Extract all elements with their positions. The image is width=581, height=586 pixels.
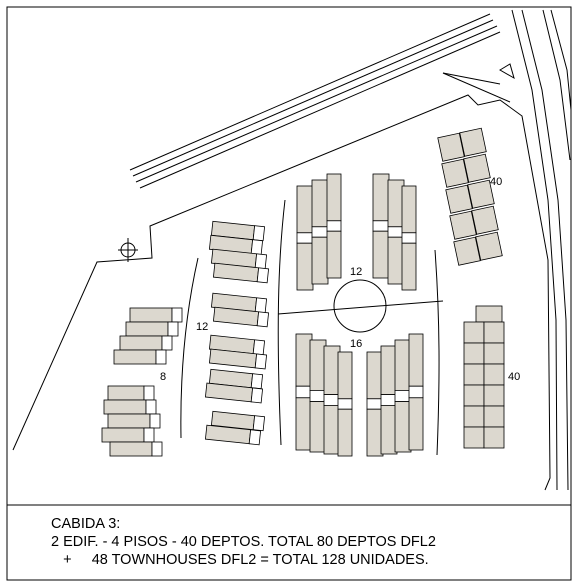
townhouse-left-column-7-patio — [254, 353, 268, 370]
townhouse-left-lower-3 — [101, 427, 145, 443]
townhouse-left-column-2-patio — [254, 253, 268, 270]
unit-count-center-top: 12 — [350, 266, 362, 278]
townhouse-left-column-3-patio — [256, 267, 270, 284]
apartment-bar-center-top-b-2-lower — [401, 242, 417, 291]
townhouse-left-lower-1 — [103, 399, 147, 415]
townhouse-left-column-11-patio — [248, 429, 262, 446]
townhouse-left-lower-3-patio — [143, 427, 155, 443]
townhouse-left-column-1-patio — [250, 239, 264, 256]
apartment-bar-center-bottom-a-3-core — [337, 398, 353, 410]
apartment-right-top-b-2 — [467, 179, 495, 209]
apartment-bar-center-top-a-2-core — [326, 220, 342, 232]
apartment-bar-center-top-b-0-core — [372, 220, 390, 232]
townhouse-left-lower-1-patio — [145, 399, 157, 415]
apartment-bar-center-top-a-1-upper — [311, 179, 329, 228]
townhouse-left-mid-3-patio — [155, 349, 167, 365]
apartment-bar-center-top-a-0-core — [296, 232, 314, 244]
townhouse-left-mid-1 — [125, 321, 169, 337]
apartment-right-top-a-2 — [445, 184, 473, 214]
apartment-bar-center-top-a-2-upper — [326, 173, 342, 222]
apartment-right-top-b-4 — [475, 231, 503, 261]
apartment-bar-center-top-b-0-upper — [372, 173, 390, 222]
apartment-right-top-b-0 — [459, 127, 487, 157]
apartment-right-bottom-b-3 — [483, 384, 505, 407]
apartment-right-bottom-a-2 — [463, 363, 485, 386]
apartment-right-top-a-4 — [453, 236, 481, 266]
apartment-right-top-b-3 — [471, 205, 499, 235]
apartment-right-bottom-a-3 — [463, 384, 485, 407]
road-east — [511, 9, 572, 491]
apartment-bar-center-bottom-b-3-upper — [408, 333, 424, 387]
road-north-diagonal — [129, 13, 501, 189]
apartment-right-top-a-1 — [441, 158, 469, 188]
central-roundabout — [333, 279, 387, 333]
site-boundary-notch-2 — [442, 72, 511, 103]
townhouse-left-mid-2-patio — [161, 335, 173, 351]
unit-count-left-lower: 8 — [160, 371, 166, 383]
apartment-right-bottom-a-1 — [463, 342, 485, 365]
unit-count-right-top: 40 — [490, 176, 502, 188]
unit-count-left-upper: 12 — [196, 321, 208, 333]
townhouse-left-mid-3 — [113, 349, 157, 365]
apartment-bar-center-top-a-0-lower — [296, 242, 314, 291]
townhouse-left-column-9-patio — [250, 387, 264, 404]
triangle-marker-icon — [499, 63, 515, 80]
apartment-bar-center-top-b-0-lower — [372, 230, 390, 279]
caption-line-3: + 48 TOWNHOUSES DFL2 = TOTAL 128 UNIDADE… — [51, 552, 429, 568]
townhouse-left-column-10-patio — [252, 415, 266, 432]
townhouse-left-column-0-patio — [252, 225, 266, 242]
townhouse-left-mid-0-patio — [171, 307, 183, 323]
apartment-bar-center-top-a-1-lower — [311, 236, 329, 285]
buildings — [101, 127, 505, 457]
townhouse-left-lower-2-patio — [149, 413, 161, 429]
apartment-right-bottom-a-0 — [463, 321, 485, 344]
internal-paths — [180, 199, 444, 456]
apartment-bar-center-bottom-b-3-core — [408, 385, 424, 399]
townhouse-left-lower-2 — [107, 413, 151, 429]
townhouse-left-lower-0-patio — [143, 385, 155, 401]
caption-line-1: CABIDA 3: — [51, 516, 121, 532]
apartment-right-top-a-0 — [437, 132, 465, 162]
apartment-right-top-b-1 — [463, 153, 491, 183]
apartment-bar-center-bottom-b-3-lower — [408, 397, 424, 451]
apartment-right-bottom-a-5 — [463, 426, 485, 449]
townhouse-left-lower-4 — [109, 441, 153, 457]
apartment-bar-center-top-b-2-core — [401, 232, 417, 244]
apartment-right-bottom-b-4 — [483, 405, 505, 428]
unit-count-center-bottom: 16 — [350, 338, 362, 350]
apartment-bar-center-bottom-a-3-upper — [337, 351, 353, 400]
unit-count-right-bottom: 40 — [508, 371, 520, 383]
apartment-bar-center-top-a-2-lower — [326, 230, 342, 279]
apartment-right-bottom-b-2 — [483, 363, 505, 386]
townhouse-left-column-6-patio — [252, 339, 266, 356]
apartment-right-top-a-3 — [449, 210, 477, 240]
townhouse-left-mid-0 — [129, 307, 173, 323]
townhouse-left-lower-0 — [107, 385, 145, 401]
townhouse-left-lower-4-patio — [151, 441, 163, 457]
townhouse-left-column-4-patio — [254, 297, 268, 314]
townhouse-left-column-5-patio — [256, 311, 270, 328]
caption-line-2: 2 EDIF. - 4 PISOS - 40 DEPTOS. TOTAL 80 … — [51, 534, 436, 550]
apartment-right-bottom-b-0 — [483, 321, 505, 344]
apartment-right-bottom-cap — [475, 305, 503, 323]
apartment-bar-center-top-a-1-core — [311, 226, 329, 238]
townhouse-left-mid-1-patio — [167, 321, 179, 337]
site-boundary — [12, 94, 551, 491]
apartment-bar-center-top-a-0-upper — [296, 185, 314, 234]
outer-frame — [6, 6, 572, 581]
site-boundary-notch — [442, 72, 501, 85]
apartment-right-bottom-b-1 — [483, 342, 505, 365]
apartment-right-bottom-b-5 — [483, 426, 505, 449]
north-arrow-icon — [118, 238, 138, 262]
apartment-right-bottom-a-4 — [463, 405, 485, 428]
townhouse-left-mid-2 — [119, 335, 163, 351]
apartment-bar-center-top-b-2-upper — [401, 185, 417, 234]
apartment-bar-center-bottom-a-3-lower — [337, 408, 353, 457]
townhouse-left-column-8-patio — [250, 373, 264, 390]
